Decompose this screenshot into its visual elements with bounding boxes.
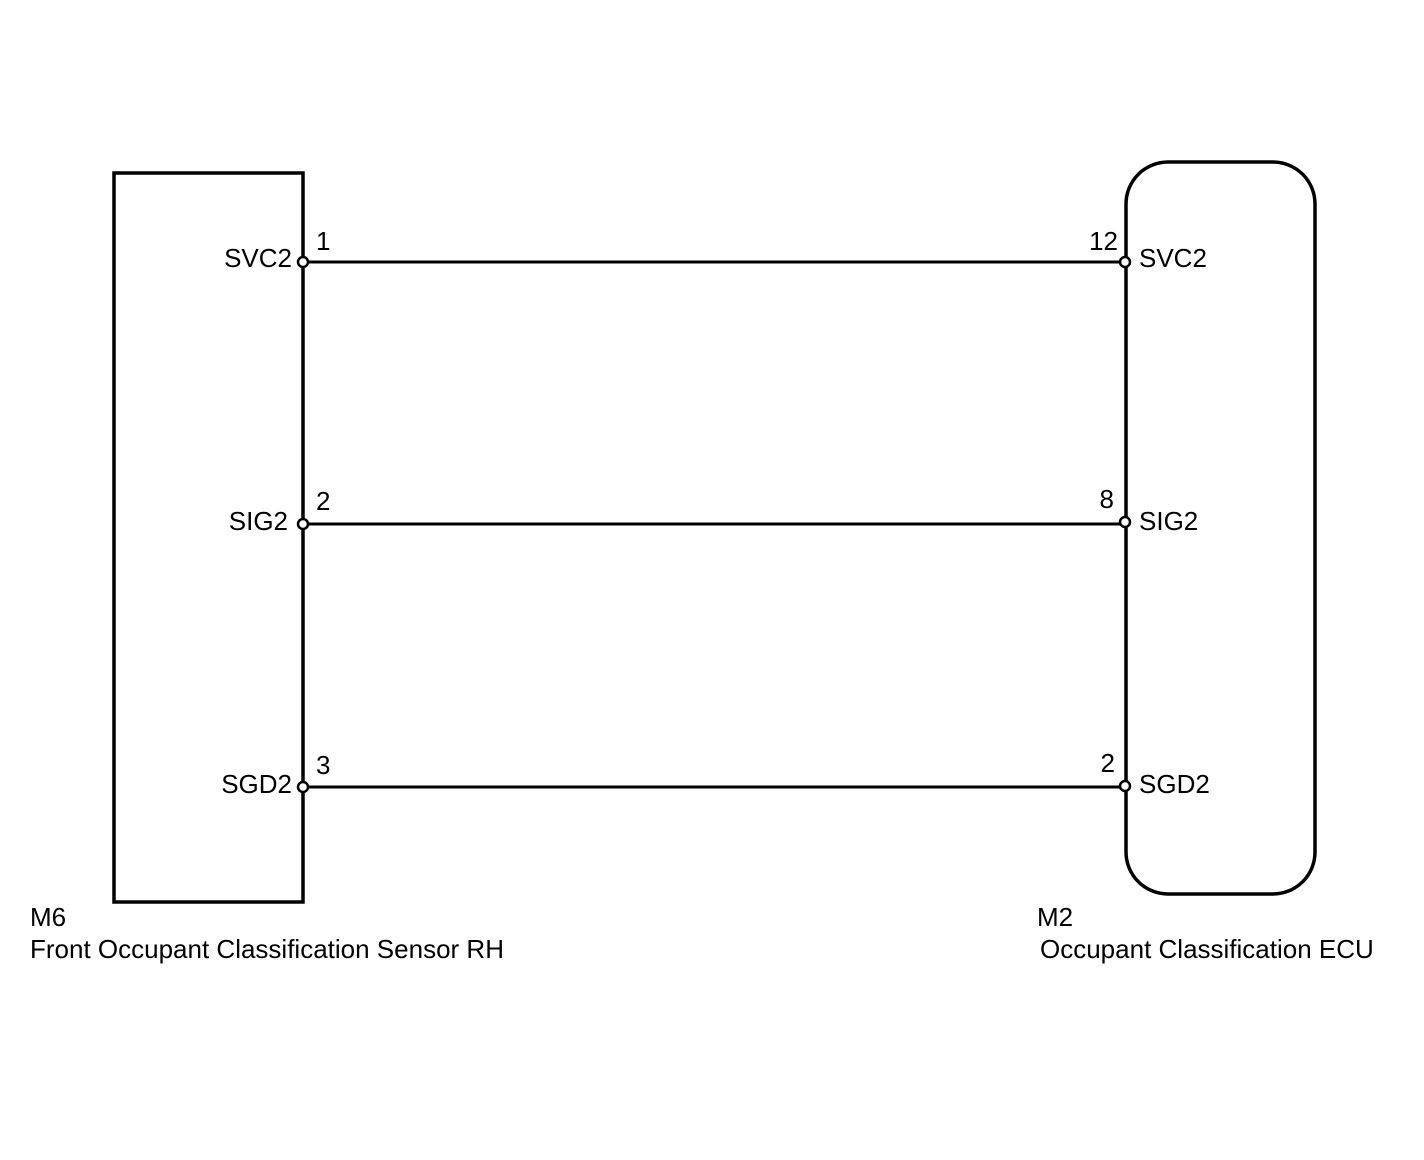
right-pin-label-12: 12 [1089,226,1118,256]
right-pin-label-2: 2 [1101,748,1115,778]
left-signal-label-sgd2: SGD2 [221,769,292,799]
right-terminal-sgd2 [1118,779,1132,793]
right-component-code: M2 [1037,902,1073,932]
right-terminal-svc2 [1118,255,1132,269]
right-pin-label-8: 8 [1100,484,1114,514]
left-signal-label-sig2: SIG2 [229,506,288,536]
right-component-name: Occupant Classification ECU [1040,934,1374,964]
left-component-name: Front Occupant Classification Sensor RH [30,934,504,964]
left-component-code: M6 [30,902,66,932]
left-pin-label-2: 2 [316,486,330,516]
left-terminal-sig2 [296,517,310,531]
left-signal-label-svc2: SVC2 [224,243,292,273]
right-signal-label-sig2: SIG2 [1139,506,1198,536]
left-pin-label-1: 1 [316,226,330,256]
left-terminal-sgd2 [296,780,310,794]
left-pin-label-3: 3 [316,750,330,780]
left-terminal-svc2 [296,255,310,269]
left-component-box [112,171,305,904]
right-signal-label-svc2: SVC2 [1139,243,1207,273]
right-terminal-sig2 [1118,515,1132,529]
right-signal-label-sgd2: SGD2 [1139,769,1210,799]
